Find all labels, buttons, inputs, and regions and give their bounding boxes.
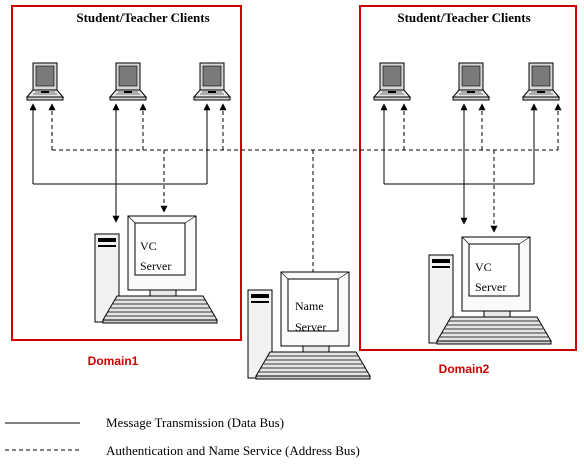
vc-server-2-line1: VC [475, 260, 492, 274]
legend-dashed-label: Authentication and Name Service (Address… [106, 443, 360, 458]
laptop-icon [26, 62, 64, 101]
name-server-line1: Name [295, 299, 324, 313]
vc-server-1-line2: Server [140, 259, 171, 273]
laptop-icon [452, 62, 490, 101]
legend: Message Transmission (Data Bus) Authenti… [5, 415, 360, 458]
vc-server-1-line1: VC [140, 239, 157, 253]
laptop-icon [373, 62, 411, 101]
domain1-title: Student/Teacher Clients [76, 10, 209, 25]
laptop-icon [193, 62, 231, 101]
laptop-icon [109, 62, 147, 101]
legend-solid-label: Message Transmission (Data Bus) [106, 415, 284, 430]
domain2-box [359, 5, 577, 351]
laptop-icon [522, 62, 560, 101]
data-bus [29, 103, 538, 225]
vc-server-2-line2: Server [475, 280, 506, 294]
domain2-label: Domain2 [439, 362, 490, 376]
domain2-title: Student/Teacher Clients [397, 10, 530, 25]
name-server-line2: Server [295, 320, 326, 334]
address-bus [48, 103, 562, 285]
domain1-box [11, 5, 242, 341]
domain1-label: Domain1 [88, 354, 139, 368]
